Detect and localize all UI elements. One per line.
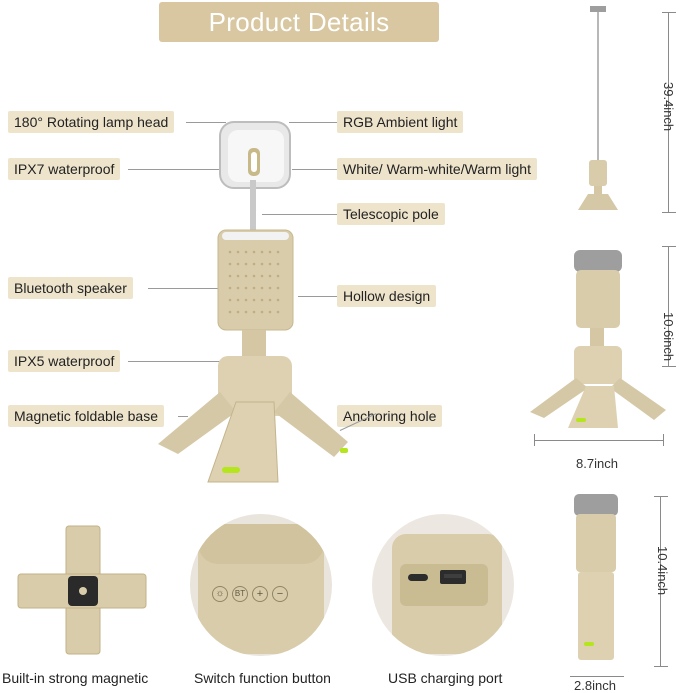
label-white-warm: White/ Warm-white/Warm light xyxy=(337,158,537,180)
dimension-base-width: 8.7inch xyxy=(576,456,618,471)
label-hollow: Hollow design xyxy=(337,285,437,307)
usb-port-detail xyxy=(372,514,514,656)
label-telescopic: Telescopic pole xyxy=(337,203,445,225)
dimension-folded-width: 2.8inch xyxy=(574,678,616,693)
leader-line xyxy=(128,361,220,362)
standard-lamp-illustration xyxy=(530,250,666,428)
label-ipx7: IPX7 waterproof xyxy=(8,158,121,180)
label-rgb: RGB Ambient light xyxy=(337,111,464,133)
folded-lamp-illustration xyxy=(574,494,618,660)
dimension-line xyxy=(660,496,661,666)
leader-line xyxy=(262,214,337,215)
dimension-tick xyxy=(662,12,676,13)
caption-switch: Switch function button xyxy=(194,670,331,686)
label-anchoring: Anchoring hole xyxy=(337,405,443,427)
dimension-line xyxy=(570,676,624,677)
dimension-tick xyxy=(663,434,664,446)
leader-line xyxy=(186,122,226,123)
dimension-line xyxy=(668,246,669,366)
label-bluetooth: Bluetooth speaker xyxy=(8,277,133,299)
dimension-tick xyxy=(654,666,668,667)
leader-line xyxy=(298,296,337,297)
extended-lamp-illustration xyxy=(578,6,618,210)
leader-line xyxy=(178,416,188,417)
plus-button[interactable]: + xyxy=(252,586,268,602)
leader-line xyxy=(148,288,218,289)
caption-magnetic: Built-in strong magnetic xyxy=(2,670,149,686)
caption-usb: USB charging port xyxy=(388,670,503,686)
magnetic-base-illustration xyxy=(17,525,147,655)
dimension-line xyxy=(534,440,664,441)
bt-button[interactable]: BT xyxy=(232,586,248,602)
label-magnetic-base: Magnetic foldable base xyxy=(8,405,164,427)
minus-button[interactable]: − xyxy=(272,586,288,602)
label-rotating-head: 180° Rotating lamp head xyxy=(8,111,175,133)
dimension-standard-height: 10.6inch xyxy=(661,312,676,362)
dimension-tick xyxy=(662,212,676,213)
dimension-tick xyxy=(654,496,668,497)
dimension-line xyxy=(668,12,669,212)
dimension-tick xyxy=(662,246,676,247)
leader-line xyxy=(128,169,228,170)
lamp-illustration xyxy=(158,121,348,483)
dimension-tick xyxy=(534,434,535,446)
leader-line xyxy=(289,122,337,123)
light-button[interactable]: ☼ xyxy=(212,586,228,602)
dimension-extended-height: 39.4inch xyxy=(661,82,676,132)
switch-detail: ☼ BT + − xyxy=(190,514,332,656)
dimension-folded-height: 10.4inch xyxy=(655,546,670,596)
usb-c-port xyxy=(408,574,428,581)
page-title: Product Details xyxy=(159,2,439,42)
label-ipx5: IPX5 waterproof xyxy=(8,350,121,372)
dimension-tick xyxy=(662,366,676,367)
leader-line xyxy=(292,169,337,170)
